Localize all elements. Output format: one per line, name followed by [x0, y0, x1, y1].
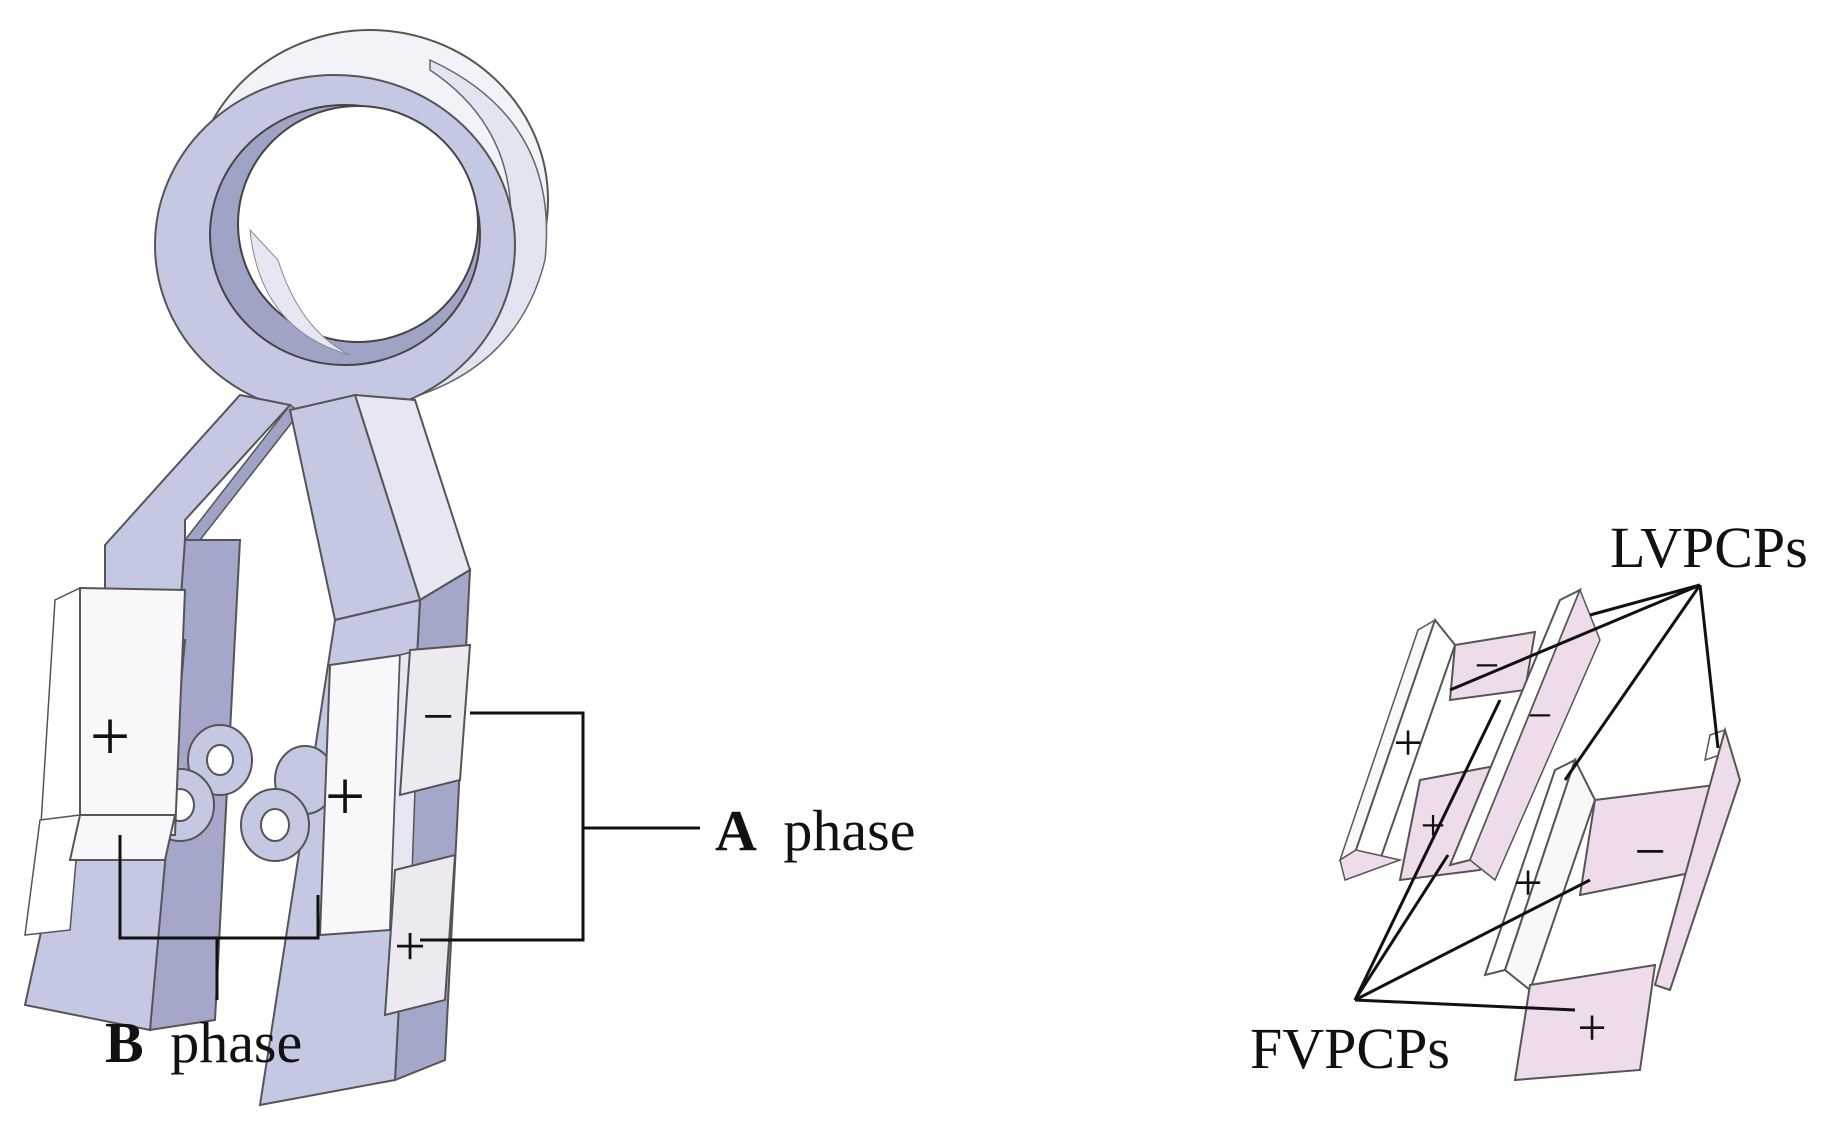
- right-piezo-plates: [318, 643, 472, 1017]
- fvpcps-callout: FVPCPs: [1250, 699, 1591, 1081]
- a-phase-callout: A phase: [420, 711, 915, 942]
- lvpcps-callout: LVPCPs: [1449, 515, 1808, 781]
- ring-cylinder: [154, 29, 549, 416]
- lvpcps-label: LVPCPs: [1610, 515, 1808, 580]
- b-phase-callout: B phase: [105, 835, 320, 1075]
- b-phase-word: phase: [170, 1010, 302, 1075]
- fvpcps-leader-2: [1353, 854, 1450, 1001]
- left-plate-frame: [1338, 587, 1601, 882]
- plate-sign-upper-minus: −: [422, 686, 454, 748]
- lvpcps-leader-2: [1589, 583, 1701, 617]
- rp-sign-right-minus: −: [1634, 821, 1666, 883]
- a-phase-letter: A: [715, 798, 757, 863]
- fvpcps-leader-1: [1353, 699, 1502, 1001]
- rp-sign-center-plus: +: [1513, 855, 1542, 912]
- plate-sign-right-plus: +: [325, 756, 366, 836]
- plate-sign-lower-plus: +: [394, 916, 426, 978]
- fvpcps-leader-3: [1354, 878, 1591, 1002]
- fvpcps-leader-4: [1354, 998, 1576, 1012]
- piezo-plate-arrangement: − + − + + − +: [1338, 587, 1742, 1082]
- rp-sign-bottom-plus: +: [1577, 1000, 1606, 1057]
- b-phase-label: B phase: [105, 1010, 302, 1075]
- left-piezo-plates: [24, 586, 187, 936]
- plate-sign-left-plus: +: [90, 696, 131, 776]
- rp-sign-left-plus: +: [1393, 715, 1422, 772]
- lvpcps-leader-4: [1698, 584, 1720, 749]
- lvpcps-leader-1: [1449, 583, 1701, 692]
- b-phase-letter: B: [105, 1010, 144, 1075]
- a-phase-label: A phase: [715, 798, 915, 863]
- actuator-assembly: + + − +: [23, 29, 549, 1107]
- b-phase-bracket: [118, 835, 320, 940]
- lvpcps-leader-3: [1563, 584, 1702, 781]
- a-phase-word: phase: [783, 798, 915, 863]
- fvpcps-label: FVPCPs: [1250, 1016, 1450, 1081]
- rp-sign-mid-minus: −: [1528, 691, 1553, 740]
- rp-sign-lower-plus: +: [1421, 801, 1446, 850]
- rp-sign-top-minus: −: [1475, 641, 1500, 690]
